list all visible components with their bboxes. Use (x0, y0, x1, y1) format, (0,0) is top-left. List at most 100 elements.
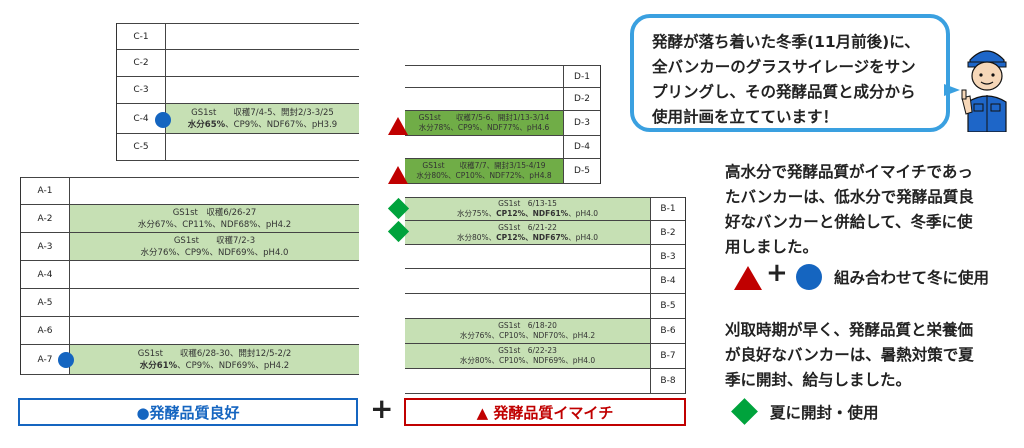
poor-quality-triangle-marker (388, 117, 408, 135)
bunker-row-b6: B-6 GS1st 6/18-20 水分76%、CP10%、NDF70%、pH4… (405, 319, 685, 344)
silage-harvest: GS1st 収穫7/5-6、開封1/13-3/14 (418, 113, 550, 122)
bunker-label: B-5 (650, 294, 685, 318)
silage-info: GS1st 収穫6/28-30、開封12/5-2/2 水分61%、CP9%、ND… (70, 348, 359, 372)
silage-info: GS1st 収穫6/26-27 水分67%、CP11%、NDF68%、pH4.2 (70, 207, 359, 231)
bunker-label: B-2 (650, 221, 685, 244)
silage-fill: GS1st 収穫6/26-27 水分67%、CP11%、NDF68%、pH4.2 (70, 205, 359, 232)
worker-illustration-icon (961, 50, 1007, 132)
bunker-label: D-2 (563, 88, 600, 110)
bunker-table-c: C-1 C-2 C-3 C-4 GS1st 収穫7/4-5、開封2/3-3/25… (116, 23, 359, 161)
silage-harvest: GS1st 6/22-23 (498, 346, 557, 355)
silage-info: GS1st 収穫7/4-5、開封2/3-3/25 水分65%、CP9%、NDF6… (166, 107, 359, 131)
silage-fill: GS1st 6/22-23 水分80%、CP10%、NDF69%、pH4.0 (405, 344, 650, 368)
combo-label: 組み合わせて冬に使用 (834, 269, 990, 287)
speech-bubble-text: 発酵が落ち着いた冬季(11月前後)に、 全バンカーのグラスサイレージをサン プリ… (652, 33, 920, 126)
bubble-tail (944, 84, 960, 96)
legend-poor-quality: ▲ 発酵品質イマイチ (404, 398, 686, 426)
silage-harvest: GS1st 収穫7/2-3 (173, 235, 256, 246)
silage-info: GS1st 6/22-23 水分80%、CP10%、NDF69%、pH4.0 (405, 346, 650, 366)
combo-legend: + 組み合わせて冬に使用 (730, 258, 1020, 294)
silage-composition: 水分61%、CP9%、NDF69%、pH4.2 (139, 360, 290, 371)
bunker-row-a5: A-5 (21, 289, 359, 317)
silage-fill: GS1st 収穫7/2-3 水分76%、CP9%、NDF69%、pH4.0 (70, 233, 359, 260)
bunker-label: A-2 (21, 205, 70, 232)
silage-info: GS1st 6/21-22 水分80%、CP12%、NDF67%、pH4.0 (405, 223, 650, 243)
bunker-label: A-5 (21, 289, 70, 316)
bunker-label: D-4 (563, 136, 600, 158)
bunker-table-a: A-1 A-2 GS1st 収穫6/26-27 水分67%、CP11%、NDF6… (20, 177, 359, 375)
silage-info: GS1st 収穫7/2-3 水分76%、CP9%、NDF69%、pH4.0 (70, 235, 359, 259)
bunker-row-c3: C-3 (117, 77, 359, 104)
silage-composition: 水分80%、CP10%、NDF69%、pH4.0 (459, 356, 596, 365)
bunker-label: B-8 (650, 369, 685, 393)
plus-sign: + (370, 392, 394, 425)
bunker-label: D-1 (563, 66, 600, 87)
bunker-label: B-7 (650, 344, 685, 368)
silage-info: GS1st 6/18-20 水分76%、CP10%、NDF70%、pH4.2 (405, 321, 650, 341)
bunker-row-b3: B-3 (405, 245, 685, 269)
silage-composition: 水分80%、CP10%、NDF72%、pH4.8 (416, 171, 552, 180)
silage-info: GS1st 収穫7/5-6、開封1/13-3/14 水分78%、CP9%、NDF… (405, 113, 563, 133)
silage-harvest: GS1st 6/21-22 (498, 222, 557, 232)
silage-harvest: GS1st 6/18-20 (498, 321, 557, 330)
bunker-row-a3: A-3 GS1st 収穫7/2-3 水分76%、CP9%、NDF69%、pH4.… (21, 233, 359, 261)
bunker-row-d3: D-3 GS1st 収穫7/5-6、開封1/13-3/14 水分78%、CP9%… (405, 111, 600, 136)
circle-icon (796, 264, 822, 290)
bunker-row-d1: D-1 (405, 65, 600, 88)
bunker-label: A-6 (21, 317, 70, 344)
bunker-label: B-4 (650, 269, 685, 293)
bunker-table-b: B-1 GS1st 6/13-15 水分75%、CP12%、NDF61%、pH4… (405, 197, 686, 394)
diamond-icon (731, 398, 758, 425)
bunker-row-c2: C-2 (117, 50, 359, 77)
bunker-label: C-5 (117, 134, 166, 160)
bunker-label: C-3 (117, 77, 166, 103)
silage-harvest: GS1st 収穫6/26-27 (172, 207, 257, 218)
bunker-row-a6: A-6 (21, 317, 359, 345)
silage-fill: GS1st 収穫7/4-5、開封2/3-3/25 水分65%、CP9%、NDF6… (166, 104, 359, 133)
bunker-label: C-1 (117, 24, 166, 49)
speech-bubble: 発酵が落ち着いた冬季(11月前後)に、 全バンカーのグラスサイレージをサン プリ… (630, 14, 950, 132)
bunker-row-a1: A-1 (21, 177, 359, 205)
bunker-row-b1: B-1 GS1st 6/13-15 水分75%、CP12%、NDF61%、pH4… (405, 197, 685, 221)
silage-info: GS1st 収穫7/7、開封3/15-4/19 水分80%、CP10%、NDF7… (405, 161, 563, 181)
plus-icon: + (766, 258, 788, 288)
silage-composition: 水分65%、CP9%、NDF67%、pH3.9 (187, 119, 338, 130)
bunker-row-b7: B-7 GS1st 6/22-23 水分80%、CP10%、NDF69%、pH4… (405, 344, 685, 369)
bunker-row-d4: D-4 (405, 136, 600, 159)
bunker-row-b8: B-8 (405, 369, 685, 394)
bunker-row-b4: B-4 (405, 269, 685, 294)
good-quality-circle-marker (58, 352, 74, 368)
legend-good-quality: ●発酵品質良好 (18, 398, 358, 426)
bunker-row-a2: A-2 GS1st 収穫6/26-27 水分67%、CP11%、NDF68%、p… (21, 205, 359, 233)
bunker-label: B-6 (650, 319, 685, 343)
bunker-label: B-1 (650, 198, 685, 220)
bunker-row-c5: C-5 (117, 134, 359, 161)
silage-harvest: GS1st 6/13-15 (498, 199, 557, 208)
silage-harvest: GS1st 収穫7/4-5、開封2/3-3/25 (191, 107, 334, 118)
summer-legend: 夏に開封・使用 (730, 398, 930, 428)
silage-composition: 水分78%、CP9%、NDF77%、pH4.6 (418, 123, 550, 132)
silage-composition: 水分80%、CP12%、NDF67%、pH4.0 (456, 232, 599, 242)
silage-info: GS1st 6/13-15 水分75%、CP12%、NDF61%、pH4.0 (405, 199, 650, 219)
silage-composition: 水分67%、CP11%、NDF68%、pH4.2 (137, 219, 292, 230)
good-quality-circle-marker (155, 112, 171, 128)
bunker-row-c1: C-1 (117, 23, 359, 50)
bunker-label: A-1 (21, 178, 70, 204)
note-low-quality: 高水分で発酵品質がイマイチであっ たバンカーは、低水分で発酵品質良 好なバンカー… (725, 163, 974, 256)
bunker-row-a7: A-7 GS1st 収穫6/28-30、開封12/5-2/2 水分61%、CP9… (21, 345, 359, 375)
silage-harvest: GS1st 収穫6/28-30、開封12/5-2/2 (137, 348, 292, 359)
bunker-row-d5: D-5 GS1st 収穫7/7、開封3/15-4/19 水分80%、CP10%、… (405, 159, 600, 184)
silage-fill: GS1st 6/13-15 水分75%、CP12%、NDF61%、pH4.0 (405, 198, 650, 220)
summer-label: 夏に開封・使用 (770, 404, 879, 422)
bunker-label: C-2 (117, 50, 166, 76)
silage-composition: 水分75%、CP12%、NDF61%、pH4.0 (456, 209, 599, 218)
bunker-label: D-3 (563, 111, 600, 135)
bunker-row-a4: A-4 (21, 261, 359, 289)
bunker-label: D-5 (563, 159, 600, 183)
silage-fill: GS1st 収穫6/28-30、開封12/5-2/2 水分61%、CP9%、ND… (70, 345, 359, 374)
silage-harvest: GS1st 収穫7/7、開封3/15-4/19 (422, 161, 546, 170)
silage-fill: GS1st 収穫7/5-6、開封1/13-3/14 水分78%、CP9%、NDF… (405, 111, 563, 135)
legend-good-quality-label: ●発酵品質良好 (136, 403, 240, 422)
bunker-label: A-3 (21, 233, 70, 260)
bunker-table-d: D-1 D-2 D-3 GS1st 収穫7/5-6、開封1/13-3/14 水分… (405, 65, 601, 184)
